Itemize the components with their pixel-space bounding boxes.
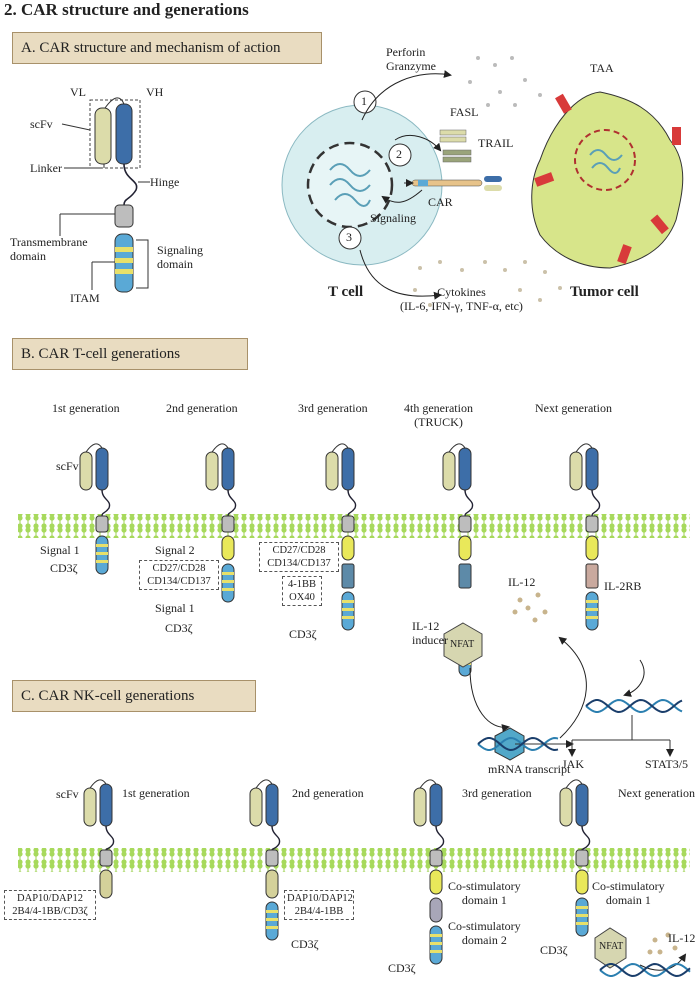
il12-label-b: IL-12 [508,575,536,589]
car-nk-receptors [83,779,591,965]
step-2: 2 [396,147,402,161]
section-a-header: A. CAR structure and mechanism of action [12,32,322,64]
generation-b-2: 2nd generation [166,401,238,415]
signaling-domain-label: Signaling domain [157,243,204,271]
car-t-next [569,443,601,631]
dna-helix-truck [477,737,559,751]
generation-b-5: Next generation [535,401,612,415]
dap-box-2nd: DAP10/DAP12 2B4/4-1BB [284,890,354,921]
car-t-1st [79,443,111,575]
car-nk-1st [83,779,115,899]
car-nk-3rd [413,779,445,965]
signal1-label-b: Signal 1 [155,601,195,615]
mrna-label: mRNA transcript [488,762,571,776]
car-t-3rd [325,443,357,631]
car-t-receptors [79,443,601,677]
il2rb-label: IL-2RB [604,579,642,593]
cytokine-dots [413,260,562,307]
section-b-header: B. CAR T-cell generations [12,338,248,370]
costim1-label: Co-stimulatory domain 1 [448,879,521,907]
cytokines-label: Cytokines (IL-6, IFN-γ, TNF-α, etc) [400,285,523,313]
scfv-label-b: scFv [56,459,79,473]
il12-label-c: IL-12 [668,931,696,945]
generation-b-3: 3rd generation [298,401,368,415]
t-cell-label: T cell [328,284,364,300]
car-label: CAR [428,195,453,209]
vh-label: VH [146,85,164,99]
stat-label: STAT3/5 [645,757,689,771]
costim-box-3rd: CD27/CD28 CD134/CD137 [259,542,339,573]
tumor-cell-shape [531,91,684,269]
signal2-label: Signal 2 [155,543,195,557]
scfv-label-c: scFv [56,787,79,801]
nfat-label-b: NFAT [450,639,475,650]
mechanism-diagram [281,56,684,307]
costim2-label: Co-stimulatory domain 2 [448,919,521,947]
box-4-1bb: 4-1BB OX40 [282,576,322,607]
cd3z-label-2: CD3ζ [165,621,193,635]
jak-label: JAK [562,757,585,771]
vl-label: VL [70,85,86,99]
hinge-label: Hinge [150,175,180,189]
signal1-label: Signal 1 [40,543,80,557]
section-c-header: C. CAR NK-cell generations [12,680,256,712]
step-3: 3 [346,230,352,244]
linker-label: Linker [30,161,62,175]
tumor-cell-label: Tumor cell [570,284,639,300]
transmembrane-label: Transmembrane domain [10,235,88,263]
cd3z-label-cnext: CD3ζ [540,943,568,957]
perforin-label: Perforin Granzyme [386,45,436,73]
il12-inducer-label: IL-12 inducer [412,619,448,647]
car-structure-diagram [59,97,150,293]
fasl-label: FASL [450,105,479,119]
generation-c-2: 2nd generation [292,786,364,800]
generation-b-4: 4th generation (TRUCK) [404,401,473,429]
taa-label: TAA [590,61,614,75]
dna-helix-nk [599,963,691,977]
step-1: 1 [361,94,367,108]
generation-b-1: 1st generation [52,401,120,415]
costim1-next-label: Co-stimulatory domain 1 [592,879,665,907]
itam-label: ITAM [70,291,100,305]
perforin-dots [468,56,542,107]
trail-label: TRAIL [478,136,514,150]
costim-box-2nd: CD27/CD28 CD134/CD137 [139,560,219,591]
cd3z-label-3: CD3ζ [289,627,317,641]
cd3z-label-c3: CD3ζ [388,961,416,975]
generation-c-1: 1st generation [122,786,190,800]
generation-c-4: Next generation [618,786,695,800]
car-t-2nd [205,443,237,603]
cd3z-label-1: CD3ζ [50,561,78,575]
car-nk-2nd [249,779,281,941]
page-title: 2. CAR structure and generations [4,0,249,19]
nfat-label-c: NFAT [599,941,624,952]
signaling-label: Signaling [370,211,417,225]
dap-box-1st: DAP10/DAP12 2B4/4-1BB/CD3ζ [4,890,96,921]
dna-helix-next [585,699,683,713]
cd3z-label-c2: CD3ζ [291,937,319,951]
generation-c-3: 3rd generation [462,786,532,800]
car-nk-next [559,779,591,937]
truck-extras [443,592,687,971]
scfv-label: scFv [30,117,53,131]
